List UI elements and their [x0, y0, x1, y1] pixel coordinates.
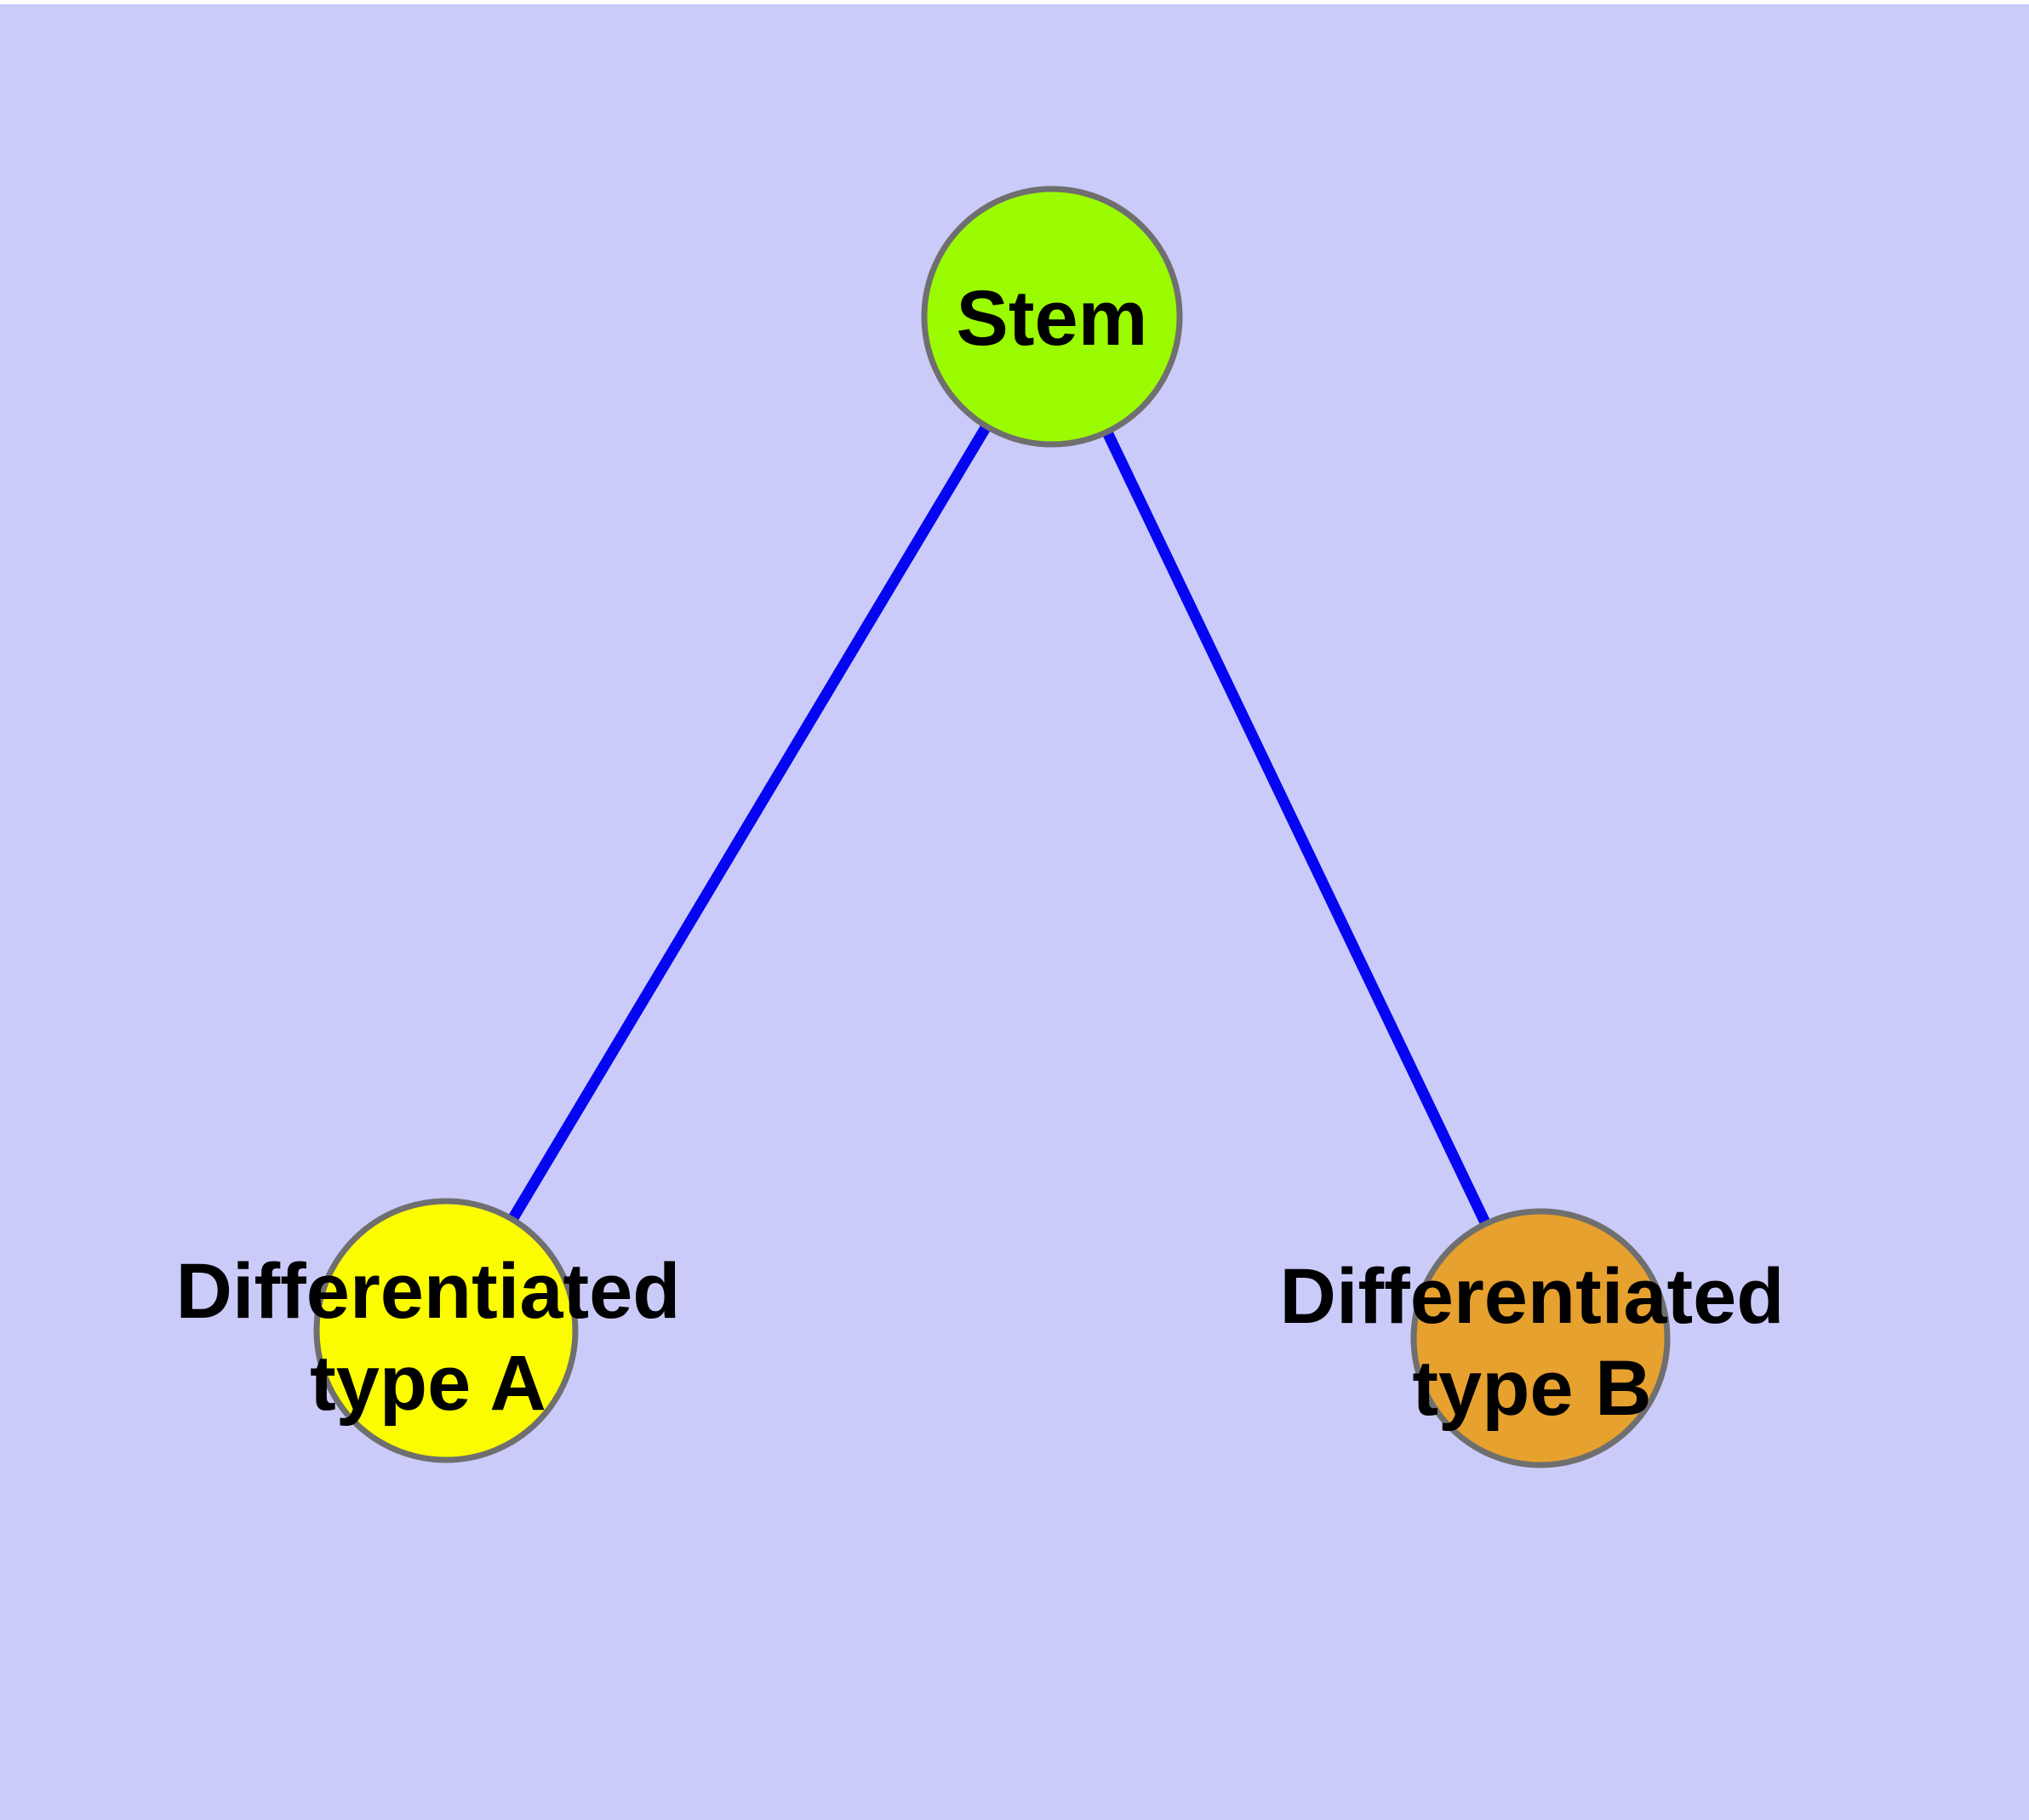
- node-stem-label: Stem: [957, 275, 1148, 362]
- node-type-a-label-line1: Differentiated: [176, 1248, 681, 1335]
- edge-stem-to-type-b: [1047, 314, 1546, 1341]
- node-stem: [921, 186, 1183, 448]
- node-type-a-label-line2: type A: [310, 1340, 546, 1427]
- top-margin-strip: [0, 0, 2029, 4]
- node-type-b-label-line2: type B: [1412, 1345, 1651, 1432]
- node-type-b-label-line1: Differentiated: [1280, 1253, 1785, 1340]
- node-differentiated-type-a: [313, 1198, 579, 1463]
- node-differentiated-type-b: [1410, 1208, 1671, 1468]
- edge-stem-to-type-a: [441, 313, 1057, 1334]
